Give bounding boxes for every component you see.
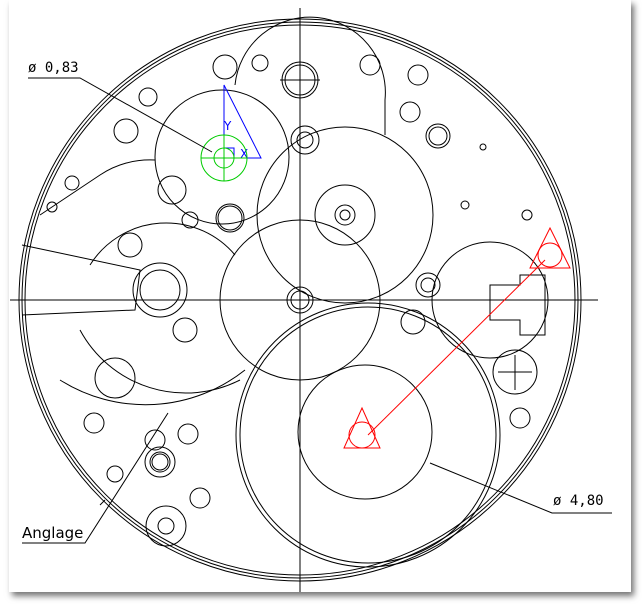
dimension-large-label: ø 4,80 [553, 493, 604, 509]
anglage-label: Anglage [22, 524, 83, 542]
dimension-small: ø 0,83 [28, 60, 213, 153]
wheels [21, 16, 549, 568]
dimension-small-label: ø 0,83 [28, 60, 79, 76]
dimension-large: ø 4,80 [429, 462, 612, 514]
anglage-annotation: Anglage [22, 412, 169, 544]
red-marker-icon [343, 226, 571, 449]
snap-marker-icon [200, 134, 248, 182]
jewel-holes [46, 54, 533, 547]
ucs-y-label: Y [223, 119, 232, 133]
ucs-x-label: X [240, 147, 248, 161]
